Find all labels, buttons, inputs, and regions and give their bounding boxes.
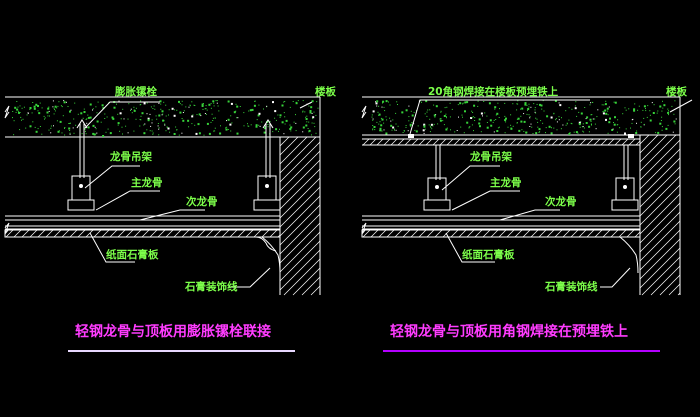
label-hanger-right: 龙骨吊架: [469, 150, 512, 163]
right-slab: [361, 96, 680, 146]
left-gypsum-board: [4, 222, 281, 252]
right-concrete-hatch: [371, 100, 677, 135]
label-slab-right: 楼板: [666, 85, 687, 98]
right-detail: 20角钢焊接在楼板预埋铁上 楼板 龙骨吊架 主龙骨 次龙骨 纸面石膏板 石膏装饰…: [361, 85, 693, 352]
label-main-keel-left: 主龙骨: [131, 176, 163, 189]
caption-right: 轻钢龙骨与顶板用角钢焊接在预埋铁上: [390, 323, 628, 340]
right-cornice: [619, 236, 639, 274]
label-gypsum-board-left: 纸面石膏板: [106, 248, 159, 261]
label-slab-left: 楼板: [315, 85, 336, 98]
left-break-mark-top: [4, 105, 10, 119]
right-weld-left: [408, 134, 414, 138]
right-gypsum-board: [361, 222, 641, 238]
label-angle-steel: 20角钢焊接在楼板预埋铁上: [428, 85, 559, 98]
label-secondary-keel-left: 次龙骨: [186, 195, 218, 208]
label-cornice-left: 石膏装饰线: [184, 280, 238, 293]
left-leaders: [84, 101, 313, 288]
right-hanger-1: [423, 145, 451, 211]
left-slab: [4, 96, 320, 138]
left-hanger-1: [67, 119, 95, 211]
left-hanger-2: [253, 119, 281, 211]
right-embedded-steel: [362, 138, 641, 146]
left-concrete-hatch: [12, 100, 319, 137]
left-keel-layer: [5, 215, 280, 230]
label-secondary-keel-right: 次龙骨: [545, 195, 577, 208]
caption-left: 轻钢龙骨与顶板用膨胀镙栓联接: [75, 323, 271, 340]
label-expansion-bolt: 膨胀镙栓: [115, 85, 157, 98]
right-wall: [639, 97, 681, 296]
right-weld-right: [628, 134, 634, 138]
left-cornice: [261, 236, 281, 274]
right-leaders: [409, 99, 693, 288]
label-main-keel-right: 主龙骨: [490, 176, 522, 189]
left-detail: 膨胀镙栓 楼板 龙骨吊架 主龙骨 次龙骨 纸面石膏板 石膏装饰线 轻钢龙骨与顶板…: [4, 85, 336, 352]
left-wall-hatch: [279, 136, 321, 296]
right-wall-hatch: [639, 134, 681, 296]
label-gypsum-board-right: 纸面石膏板: [462, 248, 515, 261]
right-hanger-2: [611, 145, 639, 211]
label-hanger-left: 龙骨吊架: [109, 150, 152, 163]
label-cornice-right: 石膏装饰线: [544, 280, 598, 293]
